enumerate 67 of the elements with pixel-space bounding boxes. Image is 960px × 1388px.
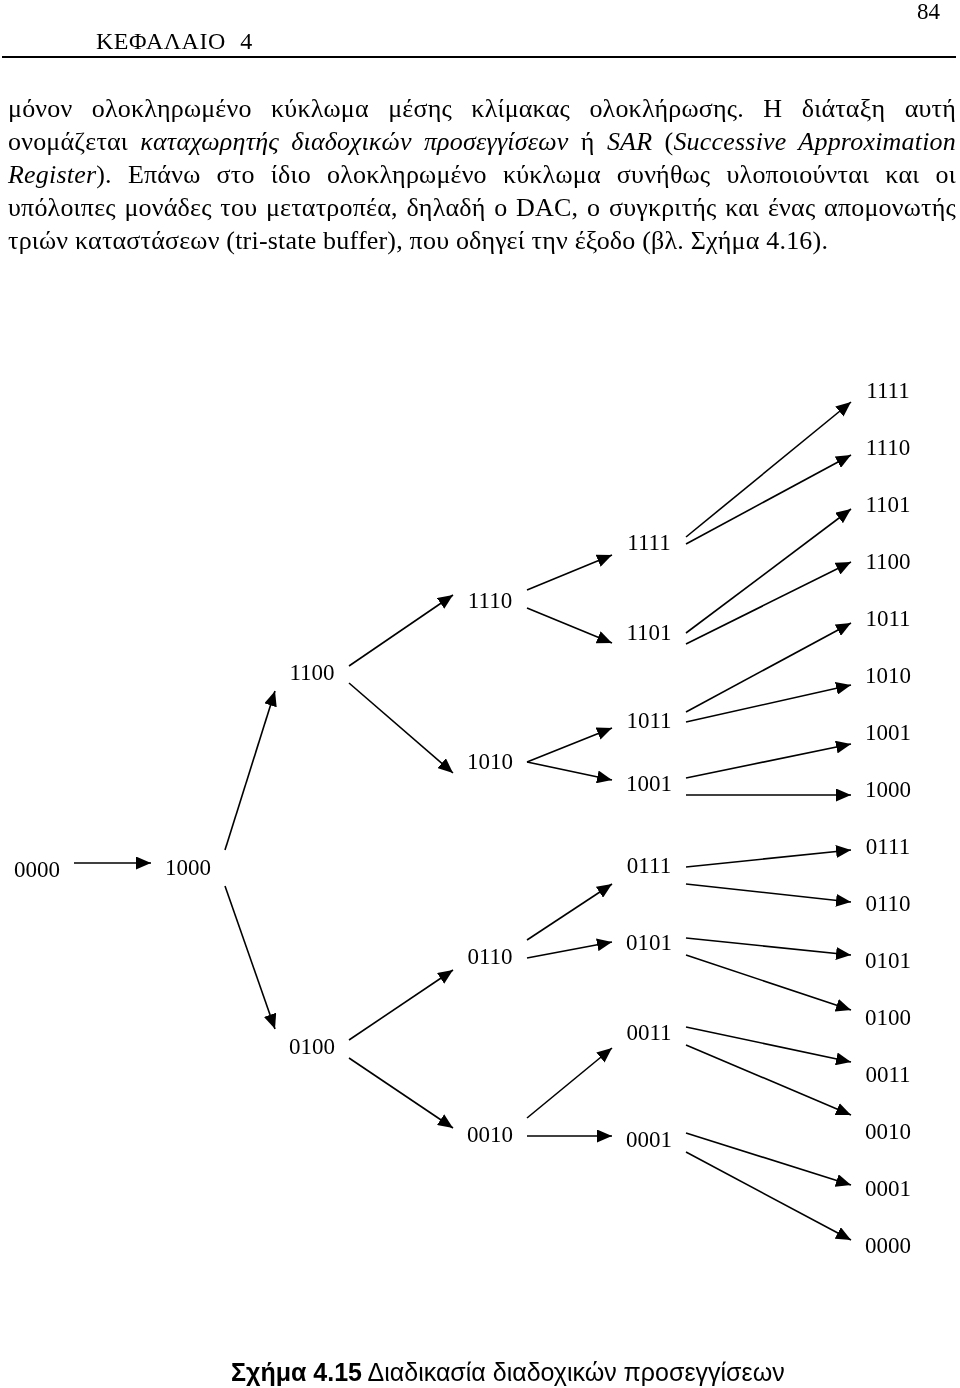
arrow	[348, 594, 454, 667]
arrow	[685, 454, 852, 545]
body-paragraph: μόνον ολοκληρωμένο κύκλωμα μέσης κλίμακας ολοκλήρωσης. Η διάταξη αυτή ονομάζεται καταχωρητής διαδοχικών προσεγγίσεων ή SAR (Successive Approximation Register). Επάνω στο ίδιο ολοκληρωμένο κύκλωμα συνήθως υλοποιούνται και οι υπόλοιπες μονάδες του μετατροπέα, δηλαδή ο DAC, ο συγκριτής και ένας απομονωτής τριών καταστάσεων (tri-state buffer), που οδηγεί την έξοδο (βλ. Σχήμα 4.16).	[8, 93, 956, 257]
binary-code: 1101	[612, 615, 686, 651]
arrow	[526, 883, 613, 941]
arrow	[224, 690, 277, 851]
arrow	[685, 845, 852, 868]
binary-code: 1010	[851, 658, 925, 694]
running-head: ΚΕΦΑΛΑΙΟ 4	[96, 28, 253, 54]
arrow	[526, 1047, 613, 1119]
binary-code: 0110	[453, 939, 527, 975]
binary-code: 0111	[851, 829, 925, 865]
arrow	[526, 1129, 613, 1143]
arrow	[685, 1044, 852, 1116]
arrow	[685, 1132, 852, 1187]
binary-code: 0000	[851, 1228, 925, 1264]
arrow	[685, 561, 852, 645]
binary-code: 1111	[612, 525, 686, 561]
binary-code: 0111	[612, 848, 686, 884]
binary-code: 1110	[453, 583, 527, 619]
arrow	[685, 1026, 852, 1066]
arrow	[73, 856, 152, 870]
arrow	[685, 788, 852, 802]
binary-code: 0001	[612, 1122, 686, 1158]
arrow	[685, 681, 852, 723]
binary-code: 1001	[851, 715, 925, 751]
binary-code: 1011	[851, 601, 925, 637]
arrow	[526, 938, 613, 959]
binary-code: 0010	[851, 1114, 925, 1150]
binary-code: 1011	[612, 703, 686, 739]
binary-code: 1000	[851, 772, 925, 808]
arrow	[348, 969, 454, 1041]
binary-code: 1001	[612, 766, 686, 802]
binary-code: 0100	[275, 1029, 349, 1065]
binary-code: 0100	[851, 1000, 925, 1036]
arrow	[685, 883, 852, 907]
arrow	[685, 1151, 852, 1241]
binary-code: 0011	[612, 1015, 686, 1051]
arrow	[224, 885, 277, 1030]
binary-code: 0101	[612, 925, 686, 961]
binary-code: 1110	[851, 430, 925, 466]
arrow	[685, 740, 852, 779]
binary-code: 0001	[851, 1171, 925, 1207]
binary-code: 0110	[851, 886, 925, 922]
binary-code: 0000	[0, 852, 74, 888]
arrow	[685, 401, 852, 538]
arrow	[526, 607, 613, 644]
arrow	[526, 761, 613, 784]
arrow	[526, 727, 613, 763]
arrow	[348, 682, 454, 774]
binary-code: 1100	[851, 544, 925, 580]
binary-code: 0101	[851, 943, 925, 979]
binary-code: 1111	[851, 373, 925, 409]
arrow	[526, 554, 613, 591]
binary-code: 0010	[453, 1117, 527, 1153]
binary-code: 1010	[453, 744, 527, 780]
binary-code: 0011	[851, 1057, 925, 1093]
binary-code: 1101	[851, 487, 925, 523]
binary-code: 1000	[151, 850, 225, 886]
arrow	[685, 954, 852, 1012]
page-number: 84	[917, 0, 940, 24]
arrow	[685, 508, 852, 634]
binary-code: 1100	[275, 655, 349, 691]
figure-caption: Σχήμα 4.15 Διαδικασία διαδοχικών προσεγγίσεων	[231, 1359, 785, 1386]
arrow	[685, 937, 852, 960]
arrow	[348, 1057, 454, 1129]
arrow	[685, 622, 852, 713]
